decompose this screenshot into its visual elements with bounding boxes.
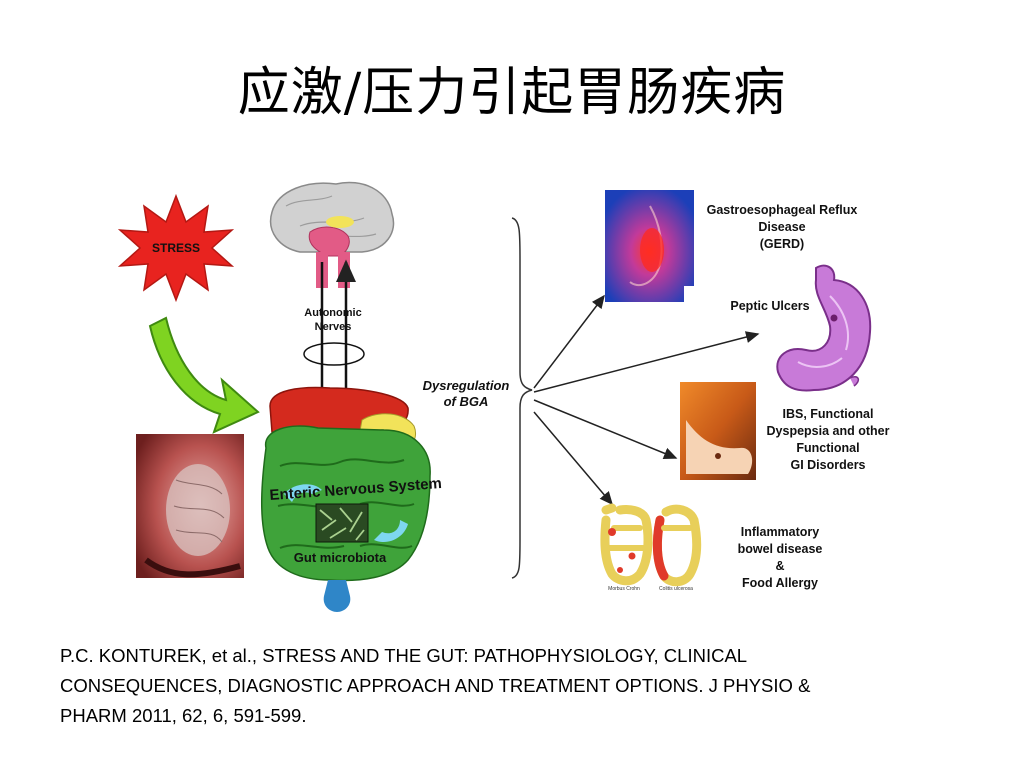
stress-starburst: STRESS <box>117 193 235 303</box>
dysregulation-label-line1: Dysregulation <box>423 378 510 393</box>
brain-illustration <box>269 181 395 288</box>
gerd-label-line2: Disease <box>758 220 805 234</box>
ibd-label-line2: bowel disease <box>738 542 823 556</box>
ibs-label-line3: Functional <box>796 441 859 455</box>
peptic-ulcers-label: Peptic Ulcers <box>730 299 809 313</box>
ibd-label-line1: Inflammatory <box>741 525 820 539</box>
ibs-abdomen-image <box>680 382 756 480</box>
ibd-caption-crohn: Morbus Crohn <box>608 586 640 592</box>
stress-star-icon <box>117 193 235 303</box>
citation: P.C. KONTUREK, et al., STRESS AND THE GU… <box>60 641 960 731</box>
autonomic-nerves-label-line1: Autonomic <box>304 307 361 319</box>
gerd-image <box>605 190 694 302</box>
peptic-ulcer-stomach-image <box>776 264 872 392</box>
stomach-tissue-image <box>136 434 244 578</box>
citation-line-3: PHARM 2011, 62, 6, 591-599. <box>60 705 307 726</box>
autonomic-nerves-label-line2: Nerves <box>315 321 352 333</box>
stress-label: STRESS <box>152 241 200 255</box>
green-curved-arrow-icon <box>148 316 260 434</box>
citation-line-1: P.C. KONTUREK, et al., STRESS AND THE GU… <box>60 645 748 666</box>
ibd-colon-images: Morbus Crohn Colitis ulcerosa <box>600 503 702 592</box>
ibs-label-line2: Dyspepsia and other <box>767 424 890 438</box>
ibd-label-line4: Food Allergy <box>742 576 818 590</box>
nerve-bundle-ring <box>303 342 365 366</box>
gut-microbiota-label: Gut microbiota <box>294 550 387 565</box>
ibs-label-line1: IBS, Functional <box>783 407 874 421</box>
ibd-caption-colitis: Colitis ulcerosa <box>659 586 693 592</box>
citation-line-2: CONSEQUENCES, DIAGNOSTIC APPROACH AND TR… <box>60 675 811 696</box>
dysregulation-label-line2: of BGA <box>444 394 489 409</box>
slide-title: 应激/压力引起胃肠疾病 <box>237 63 787 123</box>
outcome-arrows <box>533 294 760 506</box>
gerd-label-line3: (GERD) <box>760 237 804 251</box>
gut-illustration <box>260 386 431 612</box>
ibs-label-line4: GI Disorders <box>790 458 865 472</box>
ibd-label-line3: & <box>775 559 784 573</box>
curly-bracket <box>511 217 533 579</box>
gerd-label-line1: Gastroesophageal Reflux <box>707 203 858 217</box>
